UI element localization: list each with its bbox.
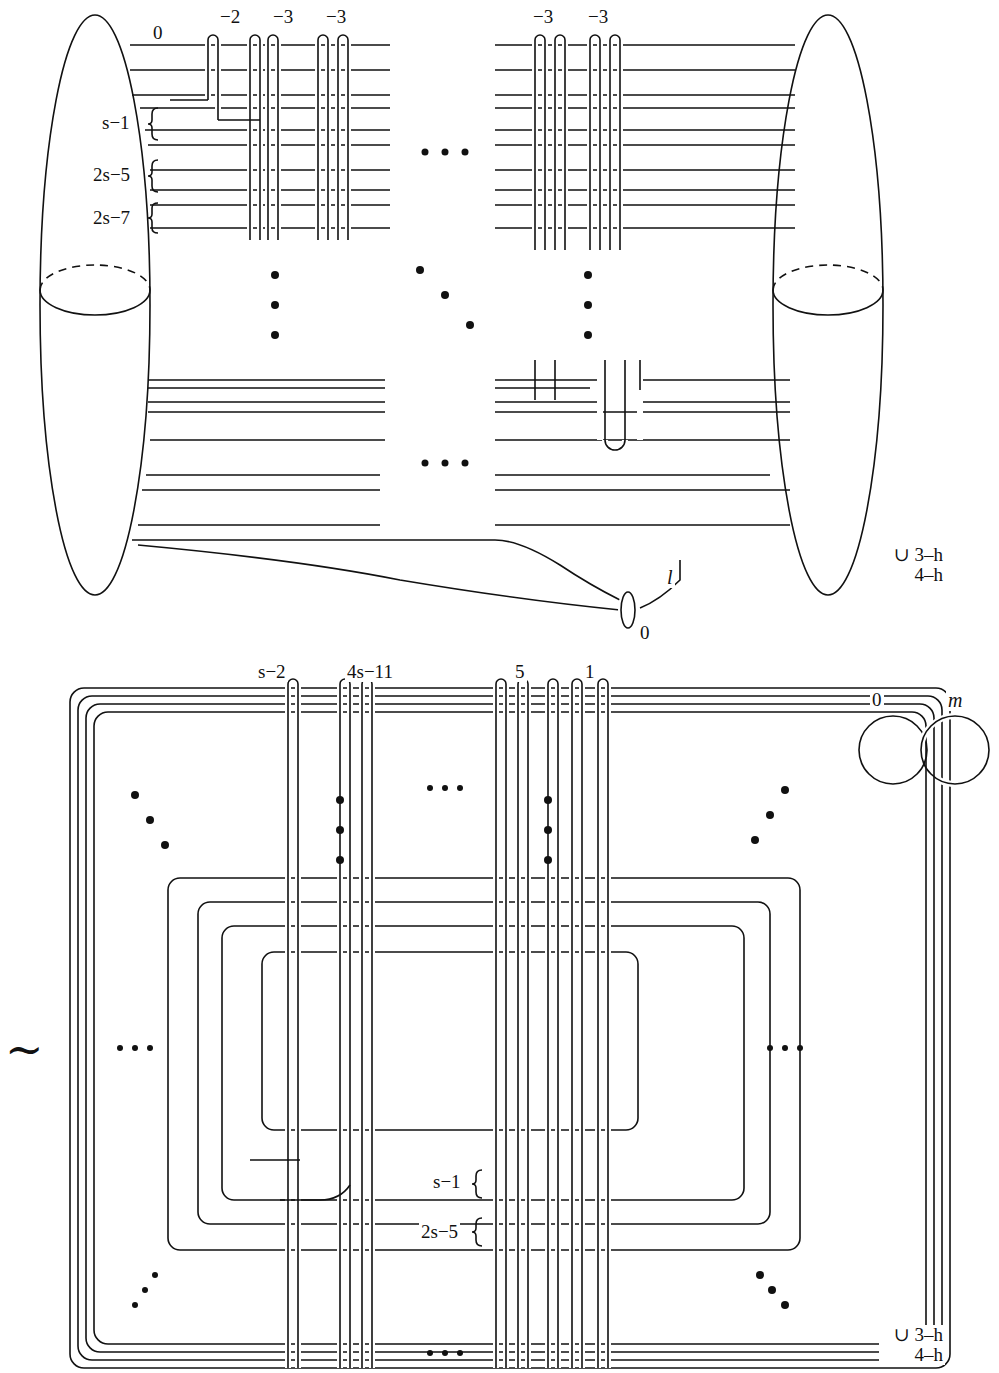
framing-label: −3	[531, 7, 555, 27]
framing-label: 2s−5	[91, 165, 132, 185]
framing-label: −3	[586, 7, 610, 27]
framing-label: 5	[513, 662, 527, 682]
framing-label: 4s−11	[345, 662, 395, 682]
framing-label: 0	[638, 623, 652, 643]
framing-label: −3	[324, 7, 348, 27]
framing-label: s−1	[100, 113, 132, 133]
framing-label: l	[665, 567, 675, 588]
framing-label: 1	[583, 662, 597, 682]
framing-label: −3	[271, 7, 295, 27]
framing-label: s−1	[431, 1172, 463, 1192]
framing-label: −2	[218, 7, 242, 27]
top-kirby	[40, 15, 883, 628]
bottom-kirby	[70, 679, 989, 1368]
framing-label: 0	[870, 690, 884, 710]
framing-label: m	[946, 690, 964, 711]
handle-note: ∪ 3–h 4–h	[879, 1325, 945, 1365]
framing-label: s−2	[256, 662, 288, 682]
framing-label: 2s−7	[91, 208, 132, 228]
handle-note: ∪ 3–h 4–h	[879, 545, 945, 585]
framing-label: 2s−5	[419, 1222, 460, 1242]
framing-label: ∼	[3, 1026, 46, 1074]
framing-label: 0	[151, 23, 165, 43]
